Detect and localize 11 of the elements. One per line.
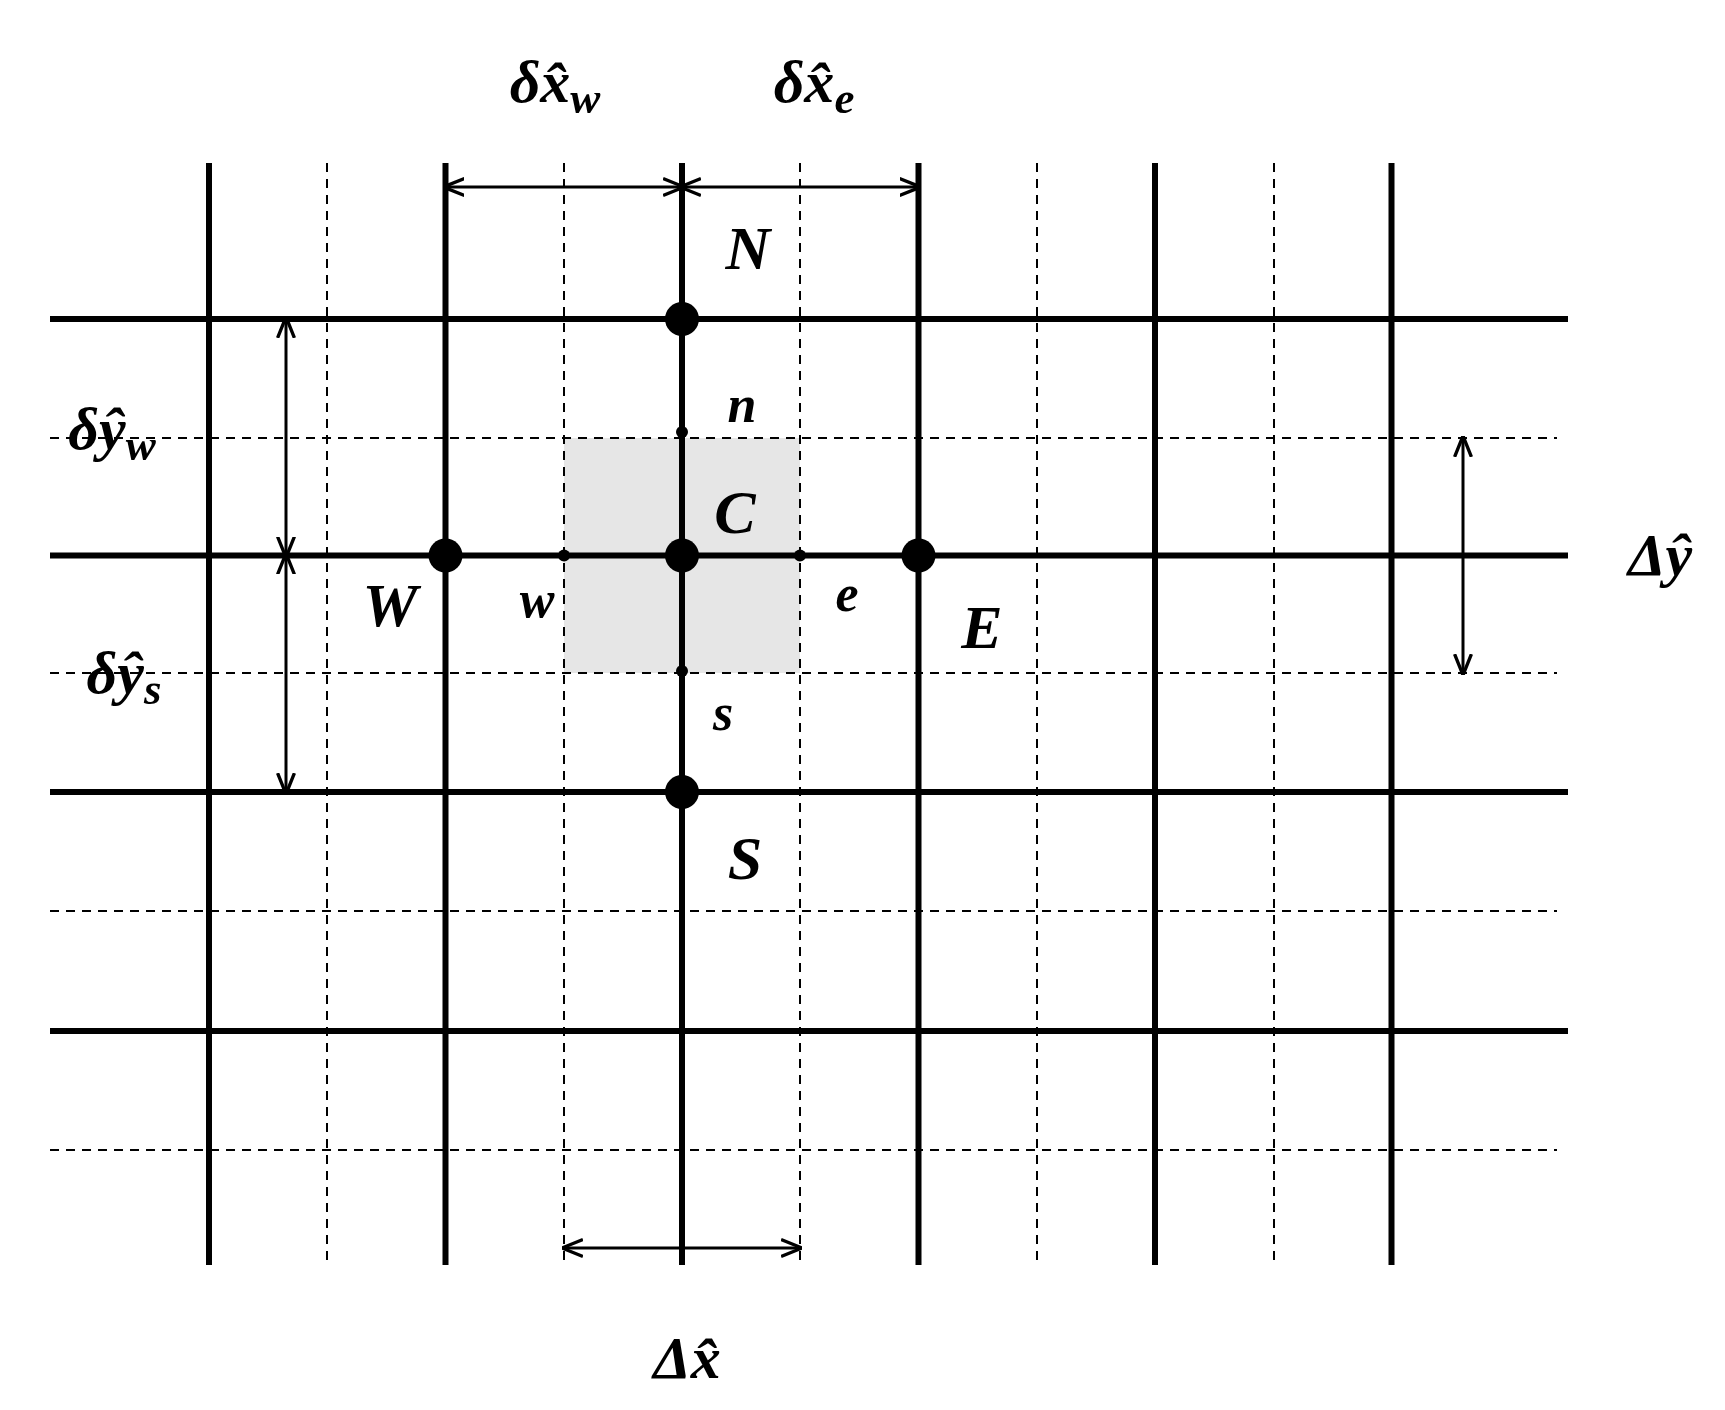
math-label: E (961, 596, 1003, 658)
math-label: S (727, 827, 763, 889)
math-label: n (727, 379, 757, 431)
math-label: δx̂$_{e}$ (773, 52, 855, 112)
math-label: δx̂$_{w}$ (509, 52, 601, 112)
math-label: Δx̂ (653, 1328, 721, 1388)
math-label: C (714, 481, 756, 543)
math-label: N (725, 217, 771, 279)
math-label: s (712, 687, 734, 739)
math-label: e (835, 568, 859, 620)
math-label: w (519, 574, 555, 626)
